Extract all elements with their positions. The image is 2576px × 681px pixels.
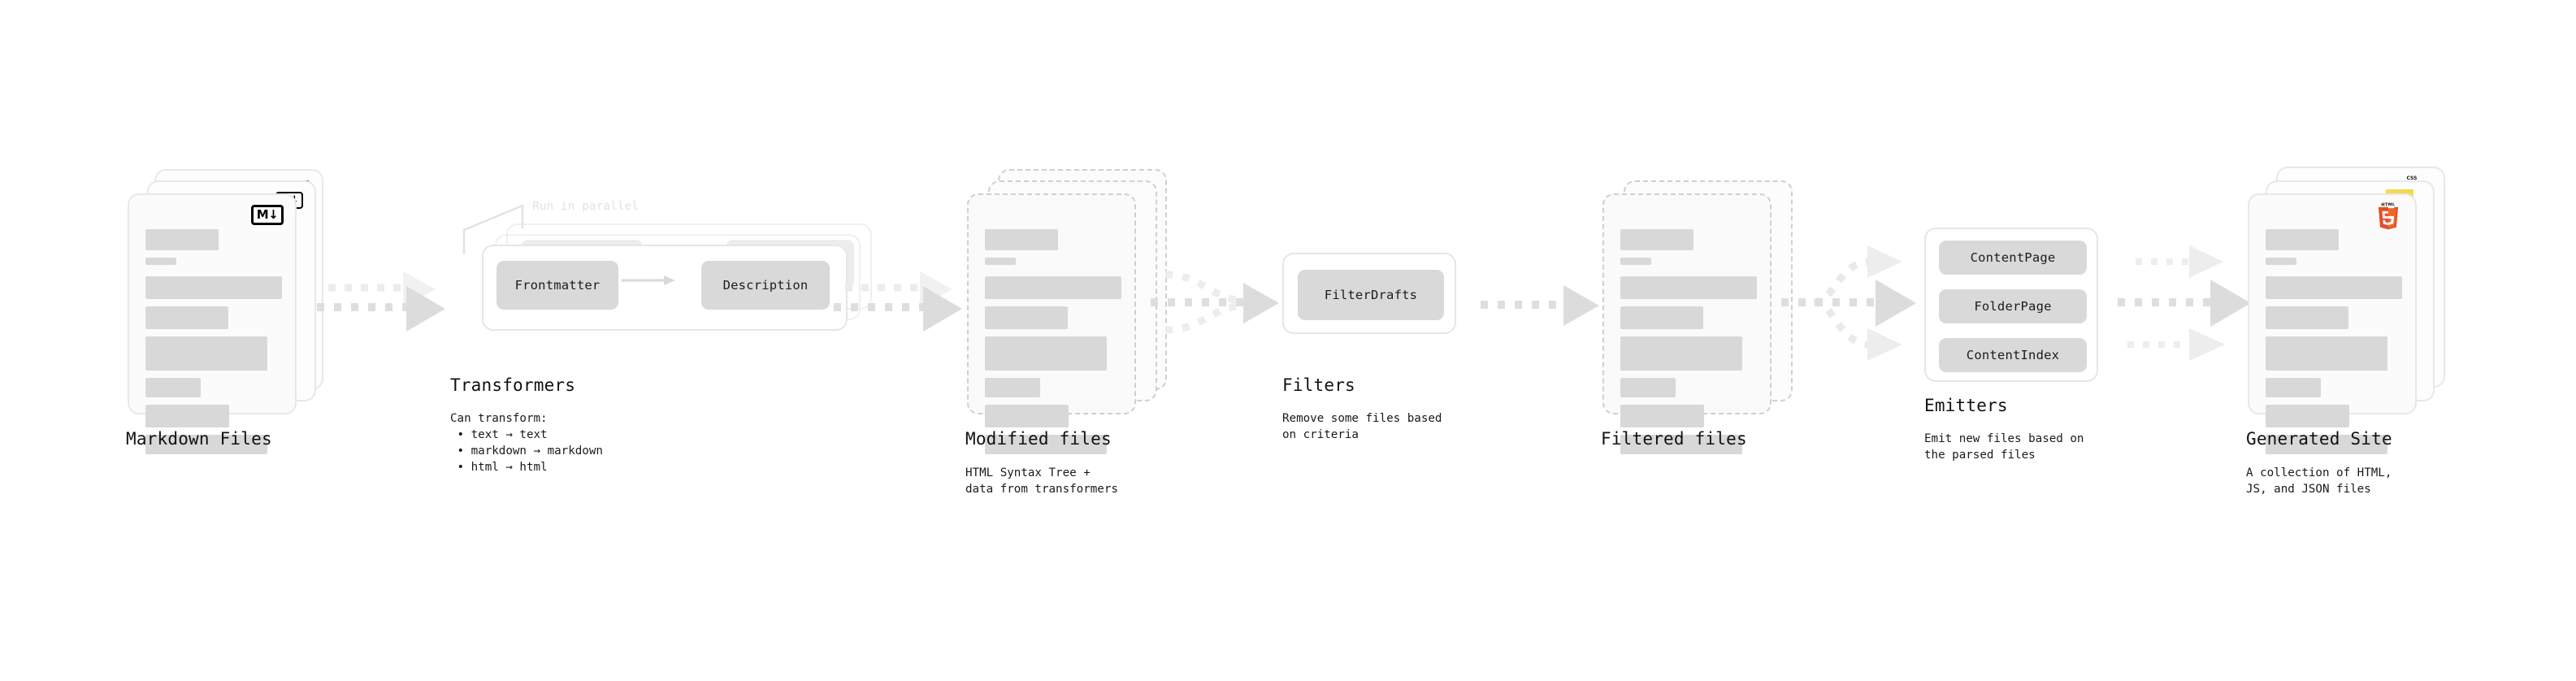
- skeleton-bar: [1620, 306, 1703, 329]
- skeleton-bar: [1620, 405, 1704, 427]
- skeleton-bar: [145, 378, 201, 397]
- stage-title-modified-files: Modified files: [965, 429, 1112, 449]
- skeleton-bar: [2266, 276, 2402, 299]
- skeleton-bar: [2266, 336, 2387, 371]
- stage-desc-modified-files: HTML Syntax Tree + data from transformer…: [965, 466, 1118, 496]
- markdown-badge-front: M↓: [251, 205, 284, 225]
- skeleton-bar: [1620, 258, 1651, 265]
- skeleton-bar: [1620, 229, 1693, 250]
- connector-emitters-to-site: [2118, 245, 2251, 361]
- skeleton-bar: [145, 306, 228, 329]
- filters-box: FilterDrafts: [1282, 253, 1456, 334]
- skeleton-bar: [145, 336, 267, 371]
- css-badge-label: CSS: [2406, 176, 2418, 181]
- skeleton-bar: [985, 229, 1058, 250]
- filter-pill-filterdrafts[interactable]: FilterDrafts: [1298, 270, 1444, 320]
- skeleton-bar: [145, 435, 267, 454]
- emitter-pill-folderpage[interactable]: FolderPage: [1939, 289, 2087, 323]
- stage-title-markdown-files: Markdown Files: [126, 429, 272, 449]
- stage-title-emitters: Emitters: [1924, 396, 2008, 415]
- transformer-pill-frontmatter[interactable]: Frontmatter: [497, 261, 618, 310]
- filtered-card-front: [1602, 193, 1772, 454]
- svg-text:HTML: HTML: [2381, 202, 2396, 207]
- skeleton-bar: [2266, 435, 2387, 454]
- connector-filters-to-filtered: [1481, 285, 1599, 326]
- markdown-card-front: M↓: [128, 193, 297, 454]
- stage-desc-emitters: Emit new files based on the parsed files: [1924, 432, 2084, 462]
- run-in-parallel-note: Run in parallel: [532, 200, 639, 213]
- skeleton-bar: [2266, 378, 2321, 397]
- stage-desc-transformers: Can transform: • text → text • markdown …: [450, 412, 603, 474]
- emitter-pill-contentpage[interactable]: ContentPage: [1939, 241, 2087, 275]
- html5-icon: HTML: [2378, 202, 2399, 230]
- run-in-parallel-bracket: [462, 204, 524, 254]
- emitter-pill-contentindex[interactable]: ContentIndex: [1939, 338, 2087, 372]
- stage-title-generated-site: Generated Site: [2246, 429, 2392, 449]
- skeleton-bar: [985, 435, 1107, 454]
- skeleton-bar: [2266, 229, 2339, 250]
- stage-title-filters: Filters: [1282, 375, 1355, 395]
- skeleton-bar: [2266, 405, 2349, 427]
- skeleton-bar: [985, 378, 1040, 397]
- connector-transformers-to-modified: [834, 271, 962, 332]
- transformer-pill-description[interactable]: Description: [701, 261, 830, 310]
- transformers-box: Frontmatter Description: [482, 245, 848, 331]
- skeleton-content: [1620, 229, 1757, 462]
- skeleton-bar: [985, 306, 1068, 329]
- skeleton-bar: [145, 229, 219, 250]
- skeleton-content: [145, 229, 282, 462]
- skeleton-bar: [1620, 435, 1742, 454]
- skeleton-bar: [2266, 306, 2348, 329]
- skeleton-bar: [1620, 336, 1742, 371]
- connector-modified-to-filters: [1151, 271, 1279, 334]
- skeleton-bar: [145, 405, 229, 427]
- skeleton-bar: [2266, 258, 2296, 265]
- skeleton-bar: [985, 336, 1107, 371]
- connector-md-to-transformers: [317, 271, 445, 332]
- skeleton-bar: [985, 258, 1016, 265]
- skeleton-bar: [985, 276, 1121, 299]
- skeleton-content: [2266, 229, 2402, 462]
- stage-desc-generated-site: A collection of HTML, JS, and JSON files: [2246, 466, 2392, 496]
- site-card-front-html: HTML: [2248, 193, 2417, 454]
- connector-filtered-to-emitters: [1781, 245, 1916, 361]
- stage-desc-filters: Remove some files based on criteria: [1282, 412, 1442, 441]
- skeleton-content: [985, 229, 1121, 462]
- skeleton-bar: [985, 405, 1069, 427]
- modified-card-front: [967, 193, 1136, 454]
- markdown-icon: M↓: [251, 205, 284, 225]
- skeleton-bar: [145, 258, 176, 265]
- transformer-arrow-front: [622, 275, 675, 285]
- stage-title-transformers: Transformers: [450, 375, 576, 395]
- html5-badge-wrap: HTML: [2374, 202, 2402, 237]
- skeleton-bar: [1620, 276, 1757, 299]
- stage-title-filtered-files: Filtered files: [1601, 429, 1747, 449]
- skeleton-bar: [1620, 378, 1676, 397]
- skeleton-bar: [145, 276, 282, 299]
- emitters-box: ContentPage FolderPage ContentIndex: [1924, 228, 2098, 382]
